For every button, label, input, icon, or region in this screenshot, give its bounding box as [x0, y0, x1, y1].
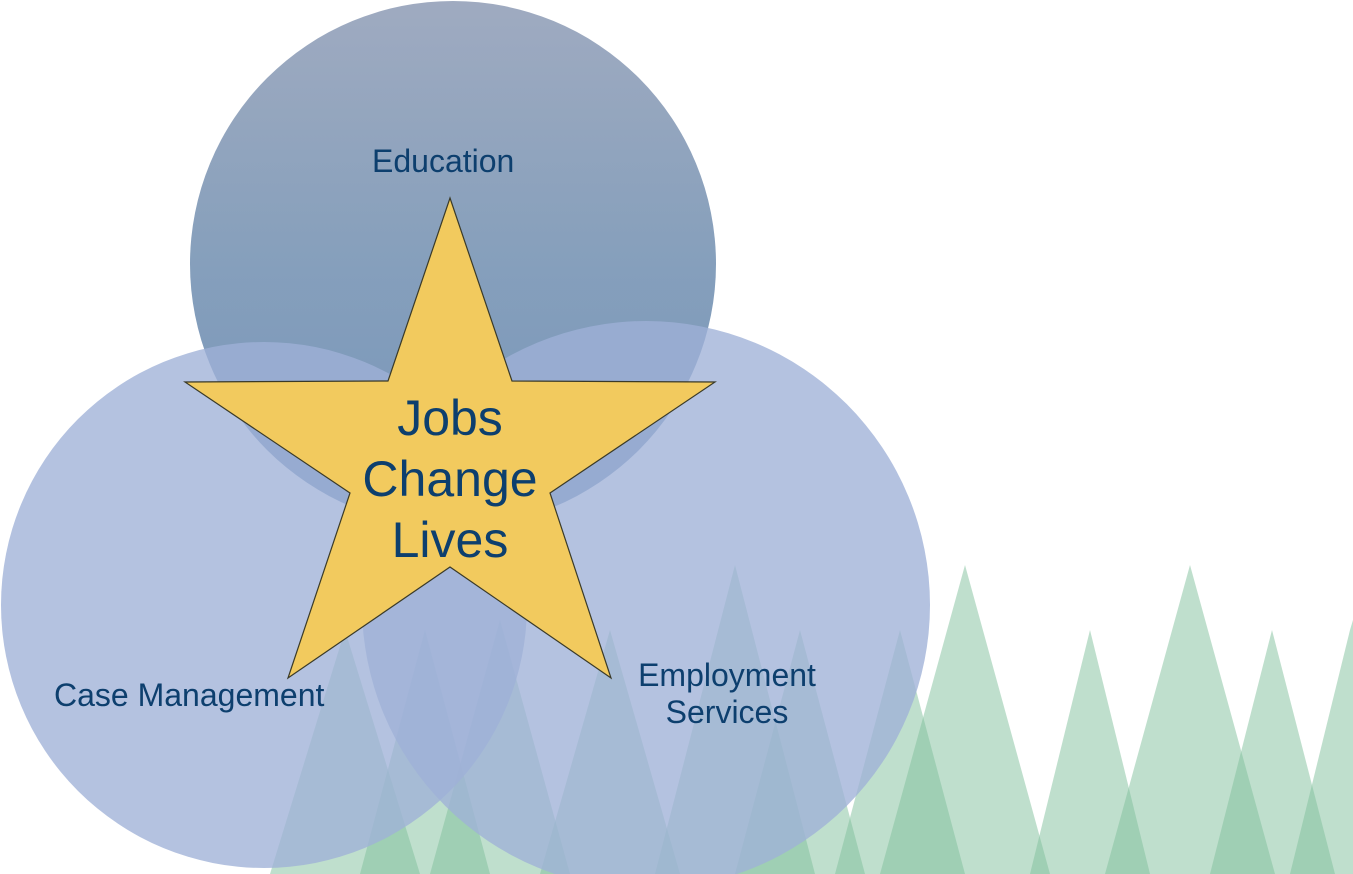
jobs-change-lives-label: Jobs Change Lives — [350, 388, 550, 571]
case-management-label: Case Management — [54, 677, 325, 713]
education-label: Education — [372, 143, 515, 179]
employment-services-label-line-2: Services — [665, 693, 789, 730]
center-label-line-3: Lives — [391, 512, 509, 568]
star-shape — [183, 196, 717, 680]
employment-services-label: Employment Services — [620, 657, 834, 731]
employment-services-label-line-1: Employment — [638, 657, 816, 693]
center-label-line-1: Jobs — [397, 390, 503, 446]
center-label-line-2: Change — [362, 451, 538, 507]
